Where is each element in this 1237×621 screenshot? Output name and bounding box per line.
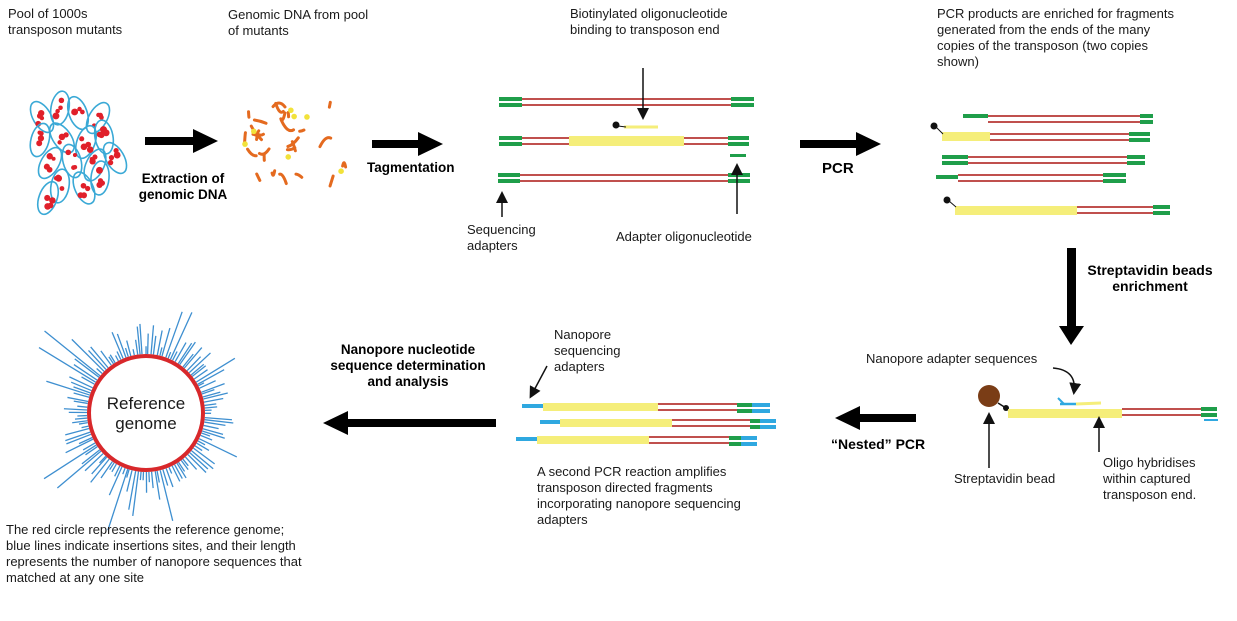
label-nested-pcr: “Nested” PCR: [831, 436, 926, 452]
label-streptavidin-bead: Streptavidin bead: [954, 471, 1056, 486]
caption-red-circle: The red circle represents the reference …: [6, 522, 302, 585]
streptavidin-bead-icon: [978, 385, 1000, 407]
nested-pcr-products: [516, 403, 776, 446]
arrow-nested-pcr: [835, 406, 916, 430]
arrow-tagmentation: [372, 132, 443, 156]
label-adapter-oligo: Adapter oligonucleotide: [616, 229, 752, 244]
pcr-products: [930, 114, 1170, 215]
label-streptavidin-enrichment: Streptavidin beads enrichment: [1087, 262, 1213, 294]
label-tagmentation: Tagmentation: [367, 160, 455, 175]
arrow-nanopore-analysis: [323, 411, 496, 435]
label-sequencing-adapters: Sequencing adapters: [467, 222, 536, 253]
label-second-pcr: A second PCR reaction amplifies transpos…: [537, 464, 741, 527]
genomic-dna-fragments-icon: [242, 100, 348, 188]
label-reference-genome: Reference genome: [106, 394, 186, 433]
label-genomic-dna: Genomic DNA from pool of mutants: [228, 7, 369, 38]
label-nanopore-sequencing-adapters: Nanopore sequencing adapters: [554, 327, 621, 374]
bacterial-cells-icon: [29, 90, 128, 216]
pointer-nanopore-seq-adapters: [529, 365, 548, 399]
label-pcr-products: PCR products are enriched for fragments …: [937, 6, 1174, 69]
label-biotinylated-oligo: Biotinylated oligonucleotide binding to …: [570, 6, 728, 37]
tagmented-fragments: [498, 97, 754, 183]
label-pcr: PCR: [822, 160, 854, 177]
arrow-pcr: [800, 132, 881, 156]
streptavidin-capture: [978, 385, 1218, 421]
pointer-nanopore-adapter: [1052, 367, 1082, 395]
insertion-site-lines: [38, 311, 238, 531]
arrow-extraction: [145, 129, 218, 153]
arrow-streptavidin-down: [1059, 248, 1084, 345]
label-pool: Pool of 1000s transposon mutants: [8, 6, 123, 37]
reference-genome-circle: [87, 354, 205, 472]
label-extraction: Extraction of genomic DNA: [138, 171, 228, 202]
label-oligo-hybridises: Oligo hybridises within captured transpo…: [1103, 455, 1197, 502]
label-nanopore-adapter-sequences: Nanopore adapter sequences: [866, 351, 1038, 366]
label-nanopore-analysis: Nanopore nucleotide sequence determinati…: [330, 342, 486, 389]
